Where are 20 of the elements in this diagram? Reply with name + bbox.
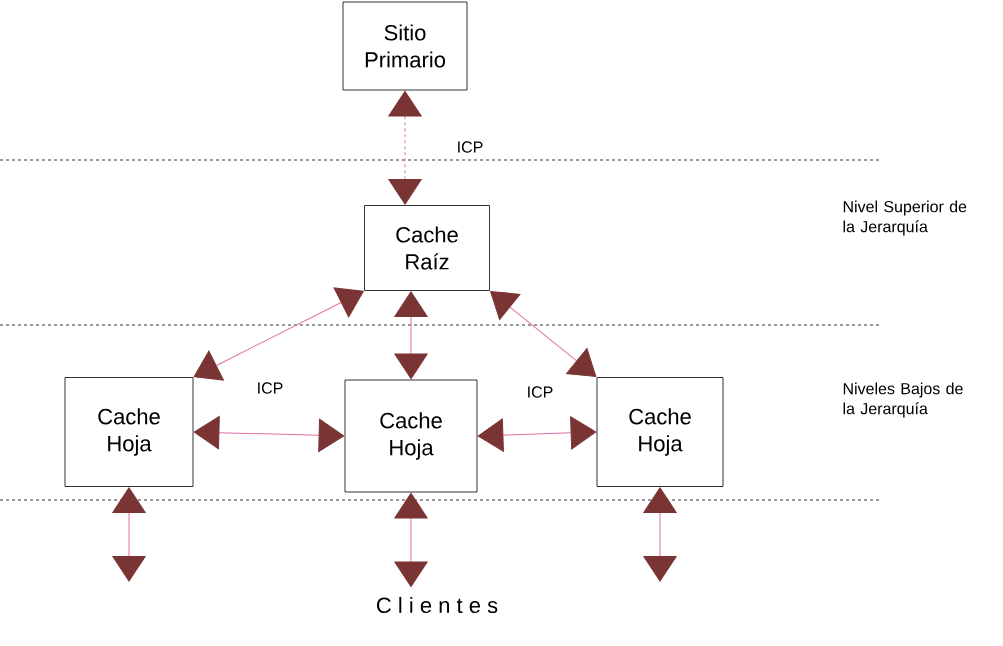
- arrow: [477, 416, 597, 452]
- arrow: [643, 487, 677, 582]
- edge-label: ICP: [455, 140, 485, 154]
- cache-box: Sitio Primario: [342, 1, 468, 91]
- arrow: [193, 287, 364, 381]
- cache-box: Cache Raíz: [364, 205, 490, 291]
- edge-label: ICP: [255, 381, 285, 395]
- edge-label: ICP: [525, 385, 555, 399]
- arrow: [394, 291, 428, 380]
- level-label: Nivel Superior de la Jerarquía: [843, 200, 967, 236]
- group-label: C l i e n t e s: [377, 596, 498, 614]
- arrow: [394, 492, 428, 587]
- cache-box: Cache Hoja: [596, 377, 724, 487]
- arrow: [193, 416, 345, 452]
- arrow: [112, 487, 146, 582]
- cache-box: Cache Hoja: [344, 379, 478, 493]
- arrow: [490, 291, 597, 378]
- level-label: Niveles Bajos de la Jerarquía: [843, 382, 963, 418]
- arrow: [388, 90, 422, 205]
- cache-box: Cache Hoja: [64, 377, 194, 487]
